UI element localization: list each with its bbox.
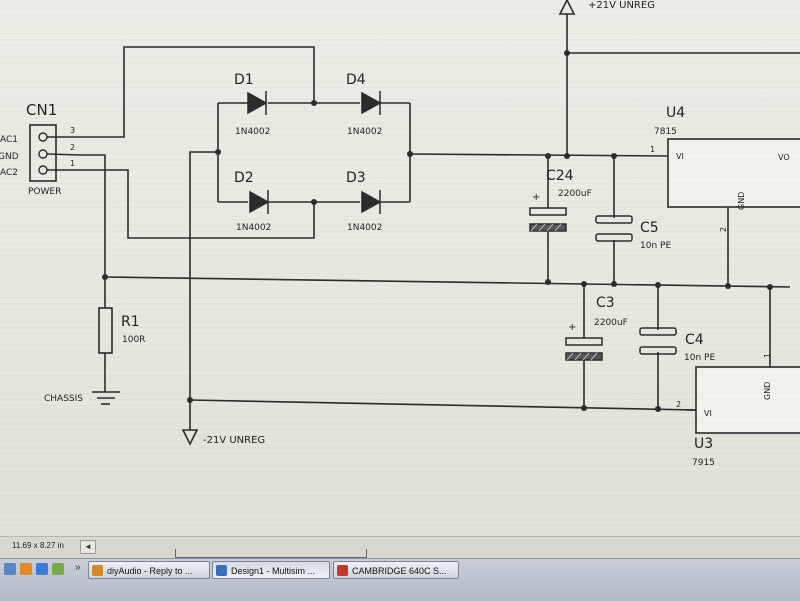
cn1-pin-num-1: 1 [70,159,75,168]
d1-ref: D1 [234,72,254,88]
c3-ref: C3 [596,295,615,311]
u3-vi: VI [704,409,712,418]
d3-value: 1N4002 [347,223,382,233]
neg-rail-label: -21V UNREG [203,435,265,446]
u4-gnd: GND [737,192,746,210]
taskbar-button-multisim[interactable]: Design1 - Multisim ... [212,561,330,579]
u3-pin-gnd: 1 [763,353,772,358]
diode-d1[interactable] [247,91,268,115]
diode-d2[interactable] [249,190,270,214]
capacitor-c5[interactable] [595,215,633,242]
u4-vi: VI [676,152,684,161]
junction-dots [102,50,773,412]
connector-cn1[interactable] [29,124,81,182]
u3-ref: U3 [694,436,713,452]
taskbar-button-label: Design1 - Multisim ... [231,566,316,576]
quicklaunch-app-icon[interactable] [52,563,64,575]
r1-value: 100R [122,335,145,345]
c4-ref: C4 [685,332,704,348]
taskbar: » diyAudio - Reply to ... Design1 - Mult… [0,558,800,601]
taskbar-button-cambridge-pdf[interactable]: CAMBRIDGE 640C S... [333,561,459,579]
c3-value: 2200uF [594,318,628,328]
status-bar: 11.69 x 8.27 in ◄ [0,536,800,559]
d3-ref: D3 [346,170,366,186]
taskbar-button-label: CAMBRIDGE 640C S... [352,566,447,576]
pos-rail-label: +21V UNREG [588,0,655,11]
quicklaunch-desktop-icon[interactable] [4,563,16,575]
schematic-drawing: CN1 AC1 GND AC2 3 2 1 POWER D1 1N4002 D4… [0,0,800,468]
c24-ref: C24 [546,168,574,184]
multisim-icon [216,565,227,576]
capacitor-c3[interactable] [565,337,603,361]
c24-value: 2200uF [558,189,592,199]
cn1-pin-name-ac1: AC1 [0,135,18,145]
cn1-pin-num-2: 2 [70,143,75,152]
c24-polarity: + [532,192,540,203]
diode-d4[interactable] [361,91,382,115]
taskbar-button-diyaudio[interactable]: diyAudio - Reply to ... [88,561,210,579]
quicklaunch-firefox-icon[interactable] [20,563,32,575]
taskbar-button-label: diyAudio - Reply to ... [107,566,193,576]
regulator-u3[interactable] [686,366,800,434]
u3-pin-in: 2 [676,400,681,409]
cn1-label: POWER [28,187,61,197]
u4-part: 7815 [654,127,677,137]
pdf-icon [337,565,348,576]
u4-vo: VO [778,153,790,162]
wires [80,14,800,430]
u4-pin-in: 1 [650,145,655,154]
diode-d3[interactable] [361,190,382,214]
schematic-canvas[interactable]: CN1 AC1 GND AC2 3 2 1 POWER D1 1N4002 D4… [0,0,800,550]
c5-value: 10n PE [640,241,671,251]
pos-rail-arrow-icon [558,0,576,15]
cn1-pin-num-3: 3 [70,126,75,135]
cn1-ref: CN1 [26,101,57,119]
scroll-left-button[interactable]: ◄ [80,540,96,554]
u3-gnd: GND [763,382,772,400]
neg-rail-arrow-icon [181,429,199,446]
d1-value: 1N4002 [235,127,270,137]
u4-ref: U4 [666,105,685,121]
resistor-r1[interactable] [98,307,113,354]
sheet-dimensions: 11.69 x 8.27 in [12,541,64,550]
d2-value: 1N4002 [236,223,271,233]
horizontal-scrollbar[interactable] [175,549,367,558]
capacitor-c24[interactable] [529,207,567,232]
u3-part: 7915 [692,458,715,468]
cn1-pin-name-ac2: AC2 [0,168,18,178]
d4-ref: D4 [346,72,366,88]
taskbar-overflow-arrow[interactable]: » [75,562,81,573]
d2-ref: D2 [234,170,254,186]
c3-polarity: + [568,322,576,333]
c5-ref: C5 [640,220,659,236]
c4-value: 10n PE [684,353,715,363]
chassis-label: CHASSIS [44,394,83,404]
capacitor-c4[interactable] [639,327,677,355]
chassis-ground-icon [92,391,120,405]
firefox-icon [92,565,103,576]
cn1-pin-name-gnd: GND [0,152,19,162]
r1-ref: R1 [121,314,140,330]
regulator-u4[interactable] [667,138,800,208]
quicklaunch-ie-icon[interactable] [36,563,48,575]
d4-value: 1N4002 [347,127,382,137]
u4-pin-gnd: 2 [719,227,728,232]
